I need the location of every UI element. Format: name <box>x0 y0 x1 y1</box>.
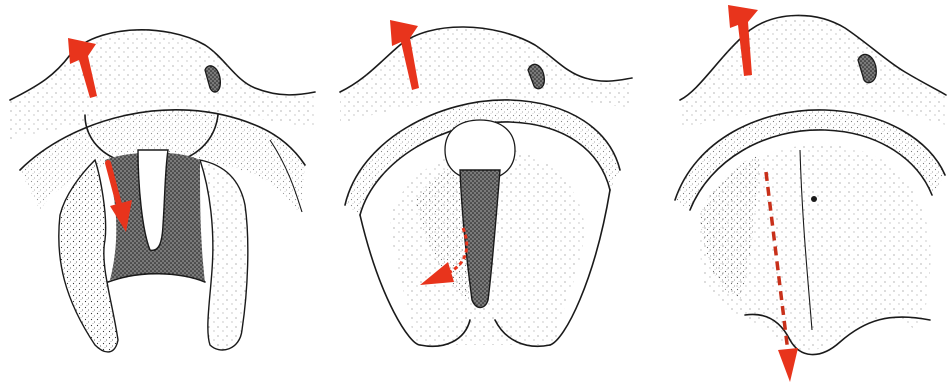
illustration-1 <box>0 0 320 385</box>
illustration-panel-2 <box>320 0 640 385</box>
illustration-panel-1 <box>0 0 320 385</box>
illustration-3 <box>640 0 948 385</box>
illustration-2 <box>320 0 640 385</box>
illustration-panel-3 <box>640 0 948 385</box>
dashed-arrow <box>778 348 798 382</box>
left-pillar <box>59 160 118 352</box>
central-dot <box>811 196 817 202</box>
right-pillar <box>200 160 248 350</box>
